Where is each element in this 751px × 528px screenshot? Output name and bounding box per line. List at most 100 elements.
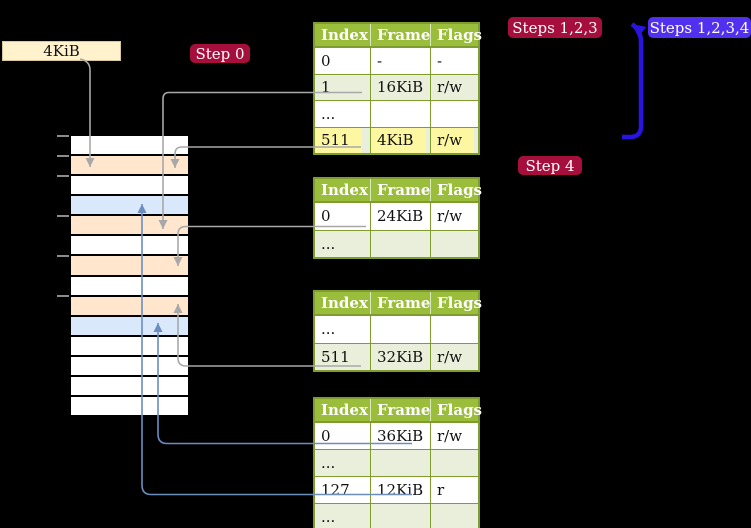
- cell-frame: [370, 101, 430, 127]
- column-header-flags: Flags: [430, 24, 482, 46]
- column-header-index: Index: [321, 401, 368, 419]
- badge-steps-1-2-3-4-label: Steps 1,2,3,4: [649, 18, 750, 37]
- cell-index: 0: [321, 207, 331, 226]
- cell-flags: [430, 504, 478, 528]
- table-row: 511 32KiB r/w: [315, 342, 478, 370]
- cell-frame: [370, 230, 430, 257]
- cell-flags: r: [430, 477, 478, 503]
- badge-steps-1-2-3: Steps 1,2,3: [508, 17, 602, 38]
- column-header-frame: Frame: [370, 399, 430, 421]
- cell-index: 1: [321, 78, 331, 97]
- badge-step-4-label: Step 4: [525, 156, 575, 175]
- page-table-3: Index Frame Flags ... 511 32KiB r/w: [313, 290, 482, 372]
- badge-steps-1-2-3-4: Steps 1,2,3,4: [648, 17, 751, 38]
- cell-flags: [430, 101, 478, 127]
- cell-frame: 16KiB: [370, 74, 430, 100]
- memory-address-tick: [57, 135, 69, 137]
- column-header-frame: Frame: [370, 179, 430, 201]
- memory-frame-row-white: [71, 236, 188, 257]
- memory-frame-row-orange: [71, 156, 188, 177]
- table-row: 127 12KiB r: [315, 476, 478, 503]
- cell-flags: r/w: [430, 423, 478, 449]
- cell-index: 511: [321, 347, 350, 366]
- memory-frame-row-white: [71, 336, 188, 357]
- cell-flags: [430, 450, 478, 476]
- highlight-mark: r/w: [431, 127, 475, 153]
- column-header-index: Index: [321, 26, 368, 44]
- frame-size-box: 4KiB: [2, 41, 121, 61]
- memory-address-tick: [57, 215, 69, 217]
- cell-flags: [430, 230, 478, 257]
- table-row: 0 - -: [315, 47, 478, 74]
- memory-frame-row-white: [71, 136, 188, 157]
- cell-index: 511: [315, 127, 370, 153]
- table-header: Index Frame Flags: [315, 24, 482, 47]
- memory-frame-row-white: [71, 376, 188, 398]
- memory-frame-row-orange: [71, 216, 188, 237]
- cell-index: ...: [321, 234, 336, 253]
- cell-frame: 4KiB: [370, 127, 430, 153]
- table-row: 0 36KiB r/w: [315, 422, 478, 449]
- memory-column: [70, 135, 189, 416]
- page-table-1: Index Frame Flags 0 - - 1 16KiB r/w ... …: [313, 22, 482, 155]
- cell-index: ...: [321, 104, 336, 123]
- cell-frame: [370, 316, 430, 343]
- table-header: Index Frame Flags: [315, 179, 482, 202]
- table-row: 1 16KiB r/w: [315, 73, 478, 100]
- memory-frame-row-orange: [71, 256, 188, 277]
- memory-address-tick: [57, 155, 69, 157]
- column-header-frame: Frame: [370, 292, 430, 314]
- cell-index: ...: [321, 320, 336, 339]
- column-header-flags: Flags: [430, 179, 482, 201]
- cell-frame: -: [370, 48, 430, 74]
- memory-frame-row-blue: [71, 196, 188, 217]
- cell-index: ...: [321, 454, 336, 472]
- table-row-highlighted: 511 4KiB r/w: [315, 126, 478, 153]
- table-header: Index Frame Flags: [315, 399, 482, 422]
- arrow-loop-steps-1-2-3-4-icon: [622, 22, 647, 140]
- column-header-frame: Frame: [370, 24, 430, 46]
- cell-frame: 24KiB: [370, 203, 430, 230]
- frame-size-label: 4KiB: [43, 42, 80, 60]
- memory-address-tick: [57, 295, 69, 297]
- column-header-index: Index: [321, 181, 368, 199]
- cell-frame: 32KiB: [370, 343, 430, 370]
- cell-frame: [370, 504, 430, 528]
- cell-flags: [430, 316, 478, 343]
- cell-index: 0: [321, 51, 331, 70]
- memory-frame-row-white: [71, 276, 188, 297]
- column-header-index: Index: [321, 294, 368, 312]
- table-row: ...: [315, 229, 478, 257]
- highlight-mark: 4KiB: [371, 127, 426, 153]
- highlight-mark: 511: [315, 127, 362, 153]
- cell-frame: [370, 450, 430, 476]
- memory-frame-row-white: [71, 356, 188, 377]
- memory-frame-row-blue: [71, 316, 188, 337]
- cell-flags: r/w: [430, 203, 478, 230]
- page-table-4: Index Frame Flags 0 36KiB r/w ... 127 12…: [313, 397, 482, 528]
- cell-index: 0: [321, 427, 331, 445]
- page-table-2: Index Frame Flags 0 24KiB r/w ...: [313, 177, 482, 259]
- cell-index: ...: [321, 508, 336, 526]
- cell-frame: 36KiB: [370, 423, 430, 449]
- cell-flags: -: [430, 48, 478, 74]
- badge-step-4: Step 4: [518, 156, 582, 175]
- badge-steps-1-2-3-label: Steps 1,2,3: [512, 18, 598, 37]
- cell-frame: 12KiB: [370, 477, 430, 503]
- table-header: Index Frame Flags: [315, 292, 482, 315]
- memory-frame-row-white: [71, 397, 188, 416]
- table-row: ...: [315, 100, 478, 127]
- table-row: ...: [315, 503, 478, 528]
- badge-step-0-label: Step 0: [195, 44, 245, 63]
- memory-frame-row-orange: [71, 296, 188, 317]
- cell-flags: r/w: [430, 127, 478, 153]
- cell-flags: r/w: [430, 74, 478, 100]
- memory-address-tick: [57, 255, 69, 257]
- column-header-flags: Flags: [430, 292, 482, 314]
- table-row: 0 24KiB r/w: [315, 202, 478, 230]
- cell-index: 127: [321, 481, 350, 499]
- table-row: ...: [315, 315, 478, 343]
- memory-frame-row-white: [71, 176, 188, 197]
- memory-address-tick: [57, 175, 69, 177]
